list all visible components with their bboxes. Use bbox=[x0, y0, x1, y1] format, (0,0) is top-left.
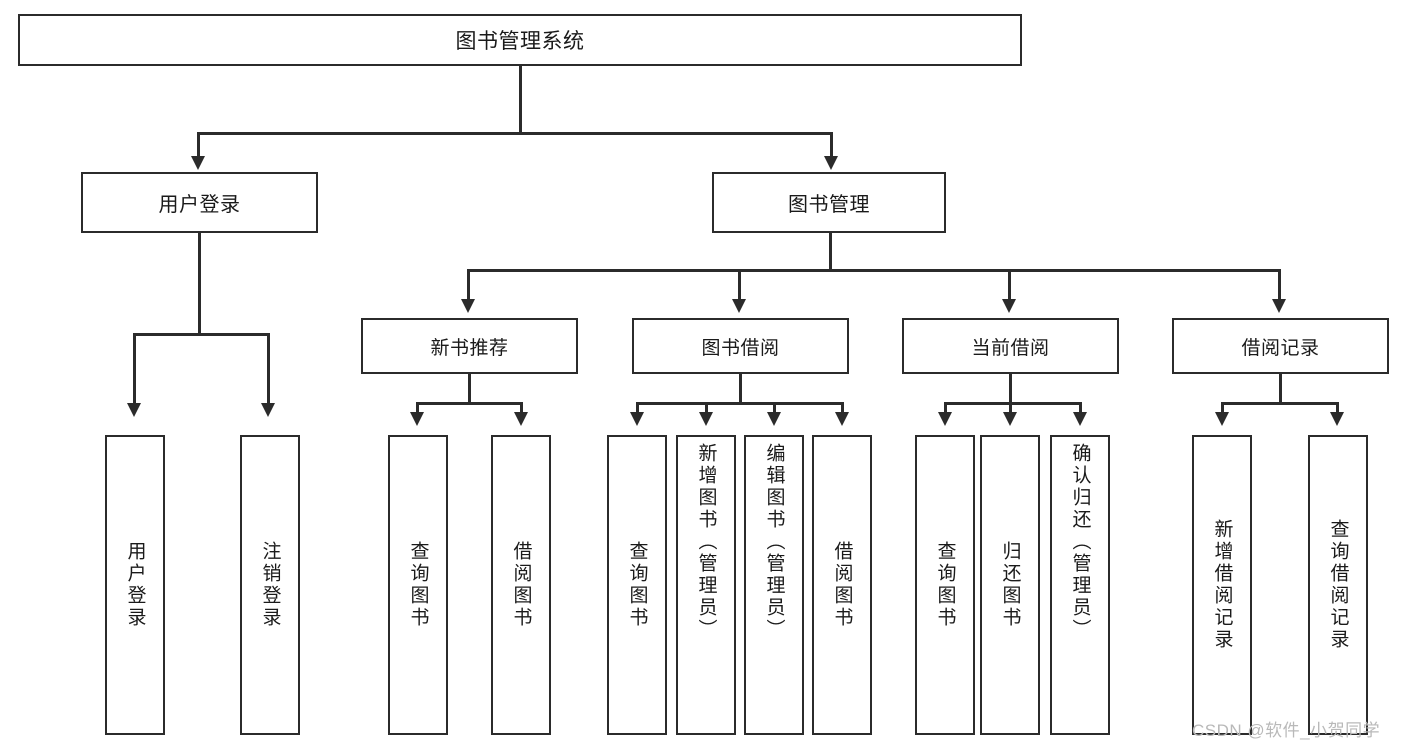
edge-borrow-drop-4 bbox=[841, 402, 844, 414]
edge-user-login-stem bbox=[198, 233, 201, 335]
edge-root-bus bbox=[197, 132, 833, 135]
edge-user-login-drop-2 bbox=[267, 333, 270, 405]
node-current-borrow[interactable]: 当前借阅 bbox=[902, 318, 1119, 374]
node-root-system[interactable]: 图书管理系统 bbox=[18, 14, 1022, 66]
leaf-query-book-recommend[interactable]: 查询图书 bbox=[388, 435, 448, 735]
node-new-book-recommend[interactable]: 新书推荐 bbox=[361, 318, 578, 374]
arrow-to-leaf-confirm-return bbox=[1073, 412, 1087, 426]
leaf-label: 归还图书 bbox=[999, 541, 1021, 629]
arrow-to-leaf-query-book-1 bbox=[410, 412, 424, 426]
arrow-to-leaf-return-book bbox=[1003, 412, 1017, 426]
arrow-to-leaf-user-login bbox=[127, 403, 141, 417]
edge-current-drop-1 bbox=[944, 402, 947, 414]
arrow-to-leaf-edit-book bbox=[767, 412, 781, 426]
leaf-borrow-book-recommend[interactable]: 借阅图书 bbox=[491, 435, 551, 735]
edge-book-manage-bus bbox=[467, 269, 1279, 272]
leaf-label: 注销登录 bbox=[259, 541, 281, 629]
edge-book-manage-stem bbox=[829, 233, 832, 271]
edge-l2-drop-4 bbox=[1278, 269, 1281, 301]
leaf-user-login[interactable]: 用户登录 bbox=[105, 435, 165, 735]
edge-root-to-user-login bbox=[197, 132, 200, 158]
edge-recommend-drop-2 bbox=[520, 402, 523, 414]
arrow-to-new-book-recommend bbox=[461, 299, 475, 313]
leaf-label: 借阅图书 bbox=[831, 541, 853, 629]
arrow-to-current-borrow bbox=[1002, 299, 1016, 313]
edge-recommend-stem bbox=[468, 374, 471, 404]
edge-recommend-drop-1 bbox=[416, 402, 419, 414]
leaf-query-borrow-record[interactable]: 查询借阅记录 bbox=[1308, 435, 1368, 735]
node-label: 借阅记录 bbox=[1241, 337, 1320, 359]
arrow-to-leaf-borrow-book-1 bbox=[514, 412, 528, 426]
edge-user-login-bus bbox=[133, 333, 269, 336]
edge-root-stem bbox=[519, 66, 522, 134]
node-book-borrow[interactable]: 图书借阅 bbox=[632, 318, 849, 374]
arrow-to-borrow-record bbox=[1272, 299, 1286, 313]
leaf-add-book-admin[interactable]: 新增图书（管理员） bbox=[676, 435, 736, 735]
csdn-watermark: CSDN @软件_小贺同学 bbox=[1192, 721, 1381, 740]
arrow-to-leaf-logout bbox=[261, 403, 275, 417]
node-label: 用户登录 bbox=[158, 194, 241, 216]
edge-l2-drop-2 bbox=[738, 269, 741, 301]
leaf-label: 确认归还（管理员） bbox=[1069, 443, 1091, 641]
leaf-label: 查询图书 bbox=[934, 541, 956, 629]
edge-borrow-drop-2 bbox=[705, 402, 708, 414]
edge-l2-drop-3 bbox=[1008, 269, 1011, 301]
arrow-to-leaf-add-record bbox=[1215, 412, 1229, 426]
edge-current-bus bbox=[944, 402, 1082, 405]
edge-current-drop-2 bbox=[1009, 402, 1012, 414]
edge-record-bus bbox=[1221, 402, 1339, 405]
leaf-query-book-borrow[interactable]: 查询图书 bbox=[607, 435, 667, 735]
leaf-query-book-current[interactable]: 查询图书 bbox=[915, 435, 975, 735]
edge-current-drop-3 bbox=[1079, 402, 1082, 414]
node-label: 图书借阅 bbox=[701, 337, 780, 359]
node-label: 图书管理系统 bbox=[455, 30, 585, 53]
node-book-management[interactable]: 图书管理 bbox=[712, 172, 946, 233]
leaf-label: 新增借阅记录 bbox=[1211, 519, 1233, 651]
leaf-label: 查询图书 bbox=[626, 541, 648, 629]
edge-borrow-stem bbox=[739, 374, 742, 404]
leaf-borrow-book-borrow[interactable]: 借阅图书 bbox=[812, 435, 872, 735]
edge-borrow-drop-1 bbox=[636, 402, 639, 414]
arrow-to-book-manage bbox=[824, 156, 838, 170]
edge-recommend-bus bbox=[416, 402, 523, 405]
leaf-label: 用户登录 bbox=[124, 541, 146, 629]
leaf-logout[interactable]: 注销登录 bbox=[240, 435, 300, 735]
leaf-label: 借阅图书 bbox=[510, 541, 532, 629]
edge-record-drop-2 bbox=[1336, 402, 1339, 414]
arrow-to-book-borrow bbox=[732, 299, 746, 313]
edge-current-stem bbox=[1009, 374, 1012, 404]
edge-user-login-drop-1 bbox=[133, 333, 136, 405]
node-borrow-record[interactable]: 借阅记录 bbox=[1172, 318, 1389, 374]
leaf-add-borrow-record[interactable]: 新增借阅记录 bbox=[1192, 435, 1252, 735]
edge-borrow-bus bbox=[636, 402, 844, 405]
edge-record-drop-1 bbox=[1221, 402, 1224, 414]
edge-root-to-book-manage bbox=[830, 132, 833, 158]
arrow-to-leaf-query-book-2 bbox=[630, 412, 644, 426]
arrow-to-user-login bbox=[191, 156, 205, 170]
leaf-edit-book-admin[interactable]: 编辑图书（管理员） bbox=[744, 435, 804, 735]
leaf-label: 编辑图书（管理员） bbox=[763, 443, 785, 641]
node-label: 图书管理 bbox=[788, 194, 870, 216]
arrow-to-leaf-query-record bbox=[1330, 412, 1344, 426]
leaf-label: 新增图书（管理员） bbox=[695, 443, 717, 641]
arrow-to-leaf-add-book bbox=[699, 412, 713, 426]
edge-l2-drop-1 bbox=[467, 269, 470, 301]
arrow-to-leaf-query-book-3 bbox=[938, 412, 952, 426]
arrow-to-leaf-borrow-book-2 bbox=[835, 412, 849, 426]
node-label: 新书推荐 bbox=[430, 337, 509, 359]
node-label: 当前借阅 bbox=[971, 337, 1050, 359]
node-user-login[interactable]: 用户登录 bbox=[81, 172, 318, 233]
leaf-return-book[interactable]: 归还图书 bbox=[980, 435, 1040, 735]
leaf-confirm-return-admin[interactable]: 确认归还（管理员） bbox=[1050, 435, 1110, 735]
edge-record-stem bbox=[1279, 374, 1282, 404]
leaf-label: 查询借阅记录 bbox=[1327, 519, 1349, 651]
edge-borrow-drop-3 bbox=[773, 402, 776, 414]
leaf-label: 查询图书 bbox=[407, 541, 429, 629]
